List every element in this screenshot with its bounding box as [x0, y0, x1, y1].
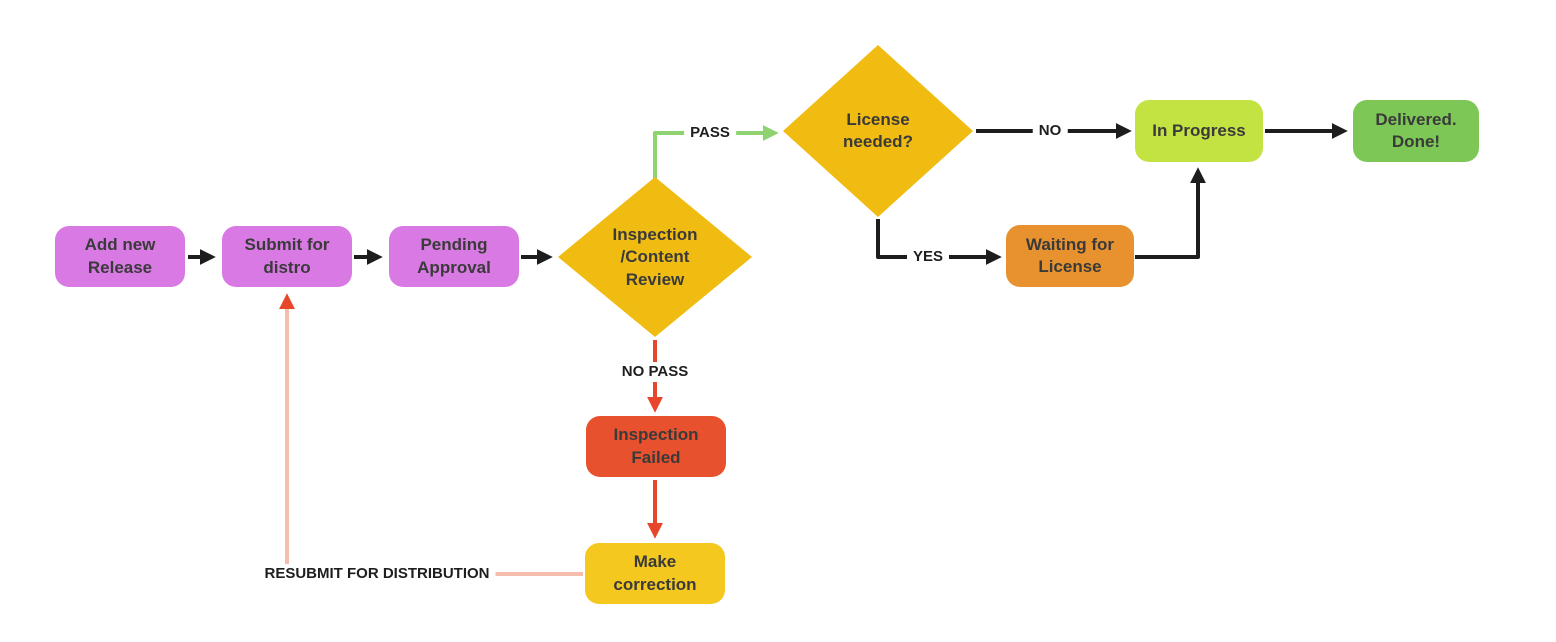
- node-submit-for-distro: Submit for distro: [222, 226, 352, 287]
- node-in-progress: In Progress: [1135, 100, 1263, 162]
- node-delivered-done: Delivered. Done!: [1353, 100, 1479, 162]
- edge-label-resubmit: RESUBMIT FOR DISTRIBUTION: [258, 564, 496, 584]
- node-make-correction: Make correction: [585, 543, 725, 604]
- edge-yes-to-waiting: [876, 219, 1002, 265]
- node-inspection-failed: Inspection Failed: [586, 416, 726, 477]
- edge-resubmit-to-submit: [279, 293, 583, 576]
- edge-pass-segment: [653, 131, 698, 179]
- edge-waiting-to-inprogress: [1135, 167, 1206, 259]
- inspection-review-diamond: [558, 177, 752, 337]
- license-needed-diamond: [783, 45, 973, 217]
- edge-label-no-pass: NO PASS: [615, 362, 695, 382]
- node-pending-approval: Pending Approval: [389, 226, 519, 287]
- edge-label-no: NO: [1032, 121, 1068, 141]
- node-add-new-release: Add new Release: [55, 226, 185, 287]
- edge-label-pass: PASS: [684, 123, 736, 143]
- edge-label-yes: YES: [906, 247, 950, 267]
- node-waiting-for-license: Waiting for License: [1006, 225, 1134, 287]
- license-needed-label: License needed?: [843, 109, 913, 151]
- inspection-review-label: Inspection /Content Review: [612, 225, 698, 289]
